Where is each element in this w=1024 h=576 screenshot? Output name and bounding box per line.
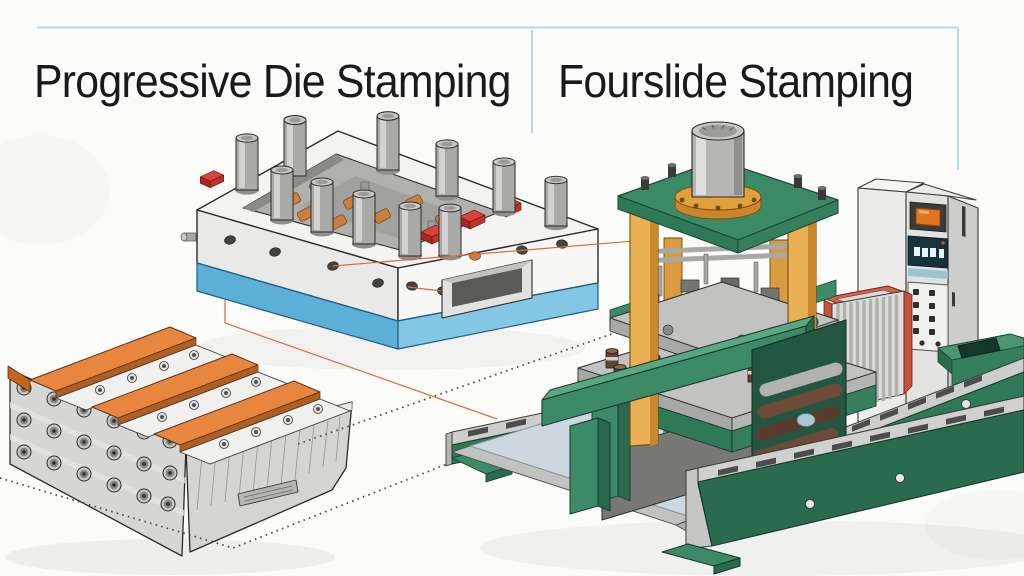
side-stub-pin <box>180 232 197 242</box>
guide-pin <box>437 203 463 261</box>
layout-frame-lines <box>37 26 959 170</box>
control-panel <box>907 201 949 353</box>
right-panel-title: Fourslide Stamping <box>558 55 914 107</box>
guide-pin <box>234 133 260 196</box>
fourslide-machine-illustration <box>445 121 1024 575</box>
cabinet-handle-slot <box>952 292 955 307</box>
background-shading <box>5 326 1024 576</box>
panel-indicator-light <box>941 241 945 245</box>
die-set-rail-level <box>91 353 289 438</box>
panel-keys <box>913 289 941 347</box>
guide-pin <box>434 139 460 202</box>
die-set-rail-level <box>153 380 351 465</box>
press-cylinder-assembly <box>674 121 762 220</box>
gantry-leg <box>569 417 599 515</box>
feed-roller <box>757 383 843 419</box>
gantry-beam <box>541 315 815 515</box>
wedge-hatching <box>196 416 341 511</box>
cabinet-vent-slot <box>962 206 966 237</box>
die-set-illustration <box>7 326 353 557</box>
guide-pin <box>351 189 377 249</box>
corner-clamp <box>200 170 224 188</box>
tie-rod <box>637 251 813 264</box>
copper-hole <box>469 251 481 261</box>
left-panel-title: Progressive Die Stamping <box>34 55 511 107</box>
machine-front-rail <box>661 395 1024 575</box>
guide-pin <box>397 201 423 261</box>
die-side-slot <box>441 259 533 319</box>
guide-pin <box>375 111 401 176</box>
plate-corner-bolts <box>640 163 827 200</box>
leader-lines <box>224 238 659 420</box>
guide-glass <box>796 413 816 427</box>
guide-pin <box>309 177 335 237</box>
leader-line-top <box>332 238 659 267</box>
base-pocket <box>957 337 1001 359</box>
guide-pin <box>491 157 517 217</box>
leader-line-elbow <box>224 300 498 420</box>
guide-pin <box>543 175 569 231</box>
feed-roller <box>759 362 843 397</box>
guide-pin <box>269 165 295 225</box>
leader-line-short <box>407 286 442 292</box>
progressive-die-illustration <box>180 111 599 350</box>
